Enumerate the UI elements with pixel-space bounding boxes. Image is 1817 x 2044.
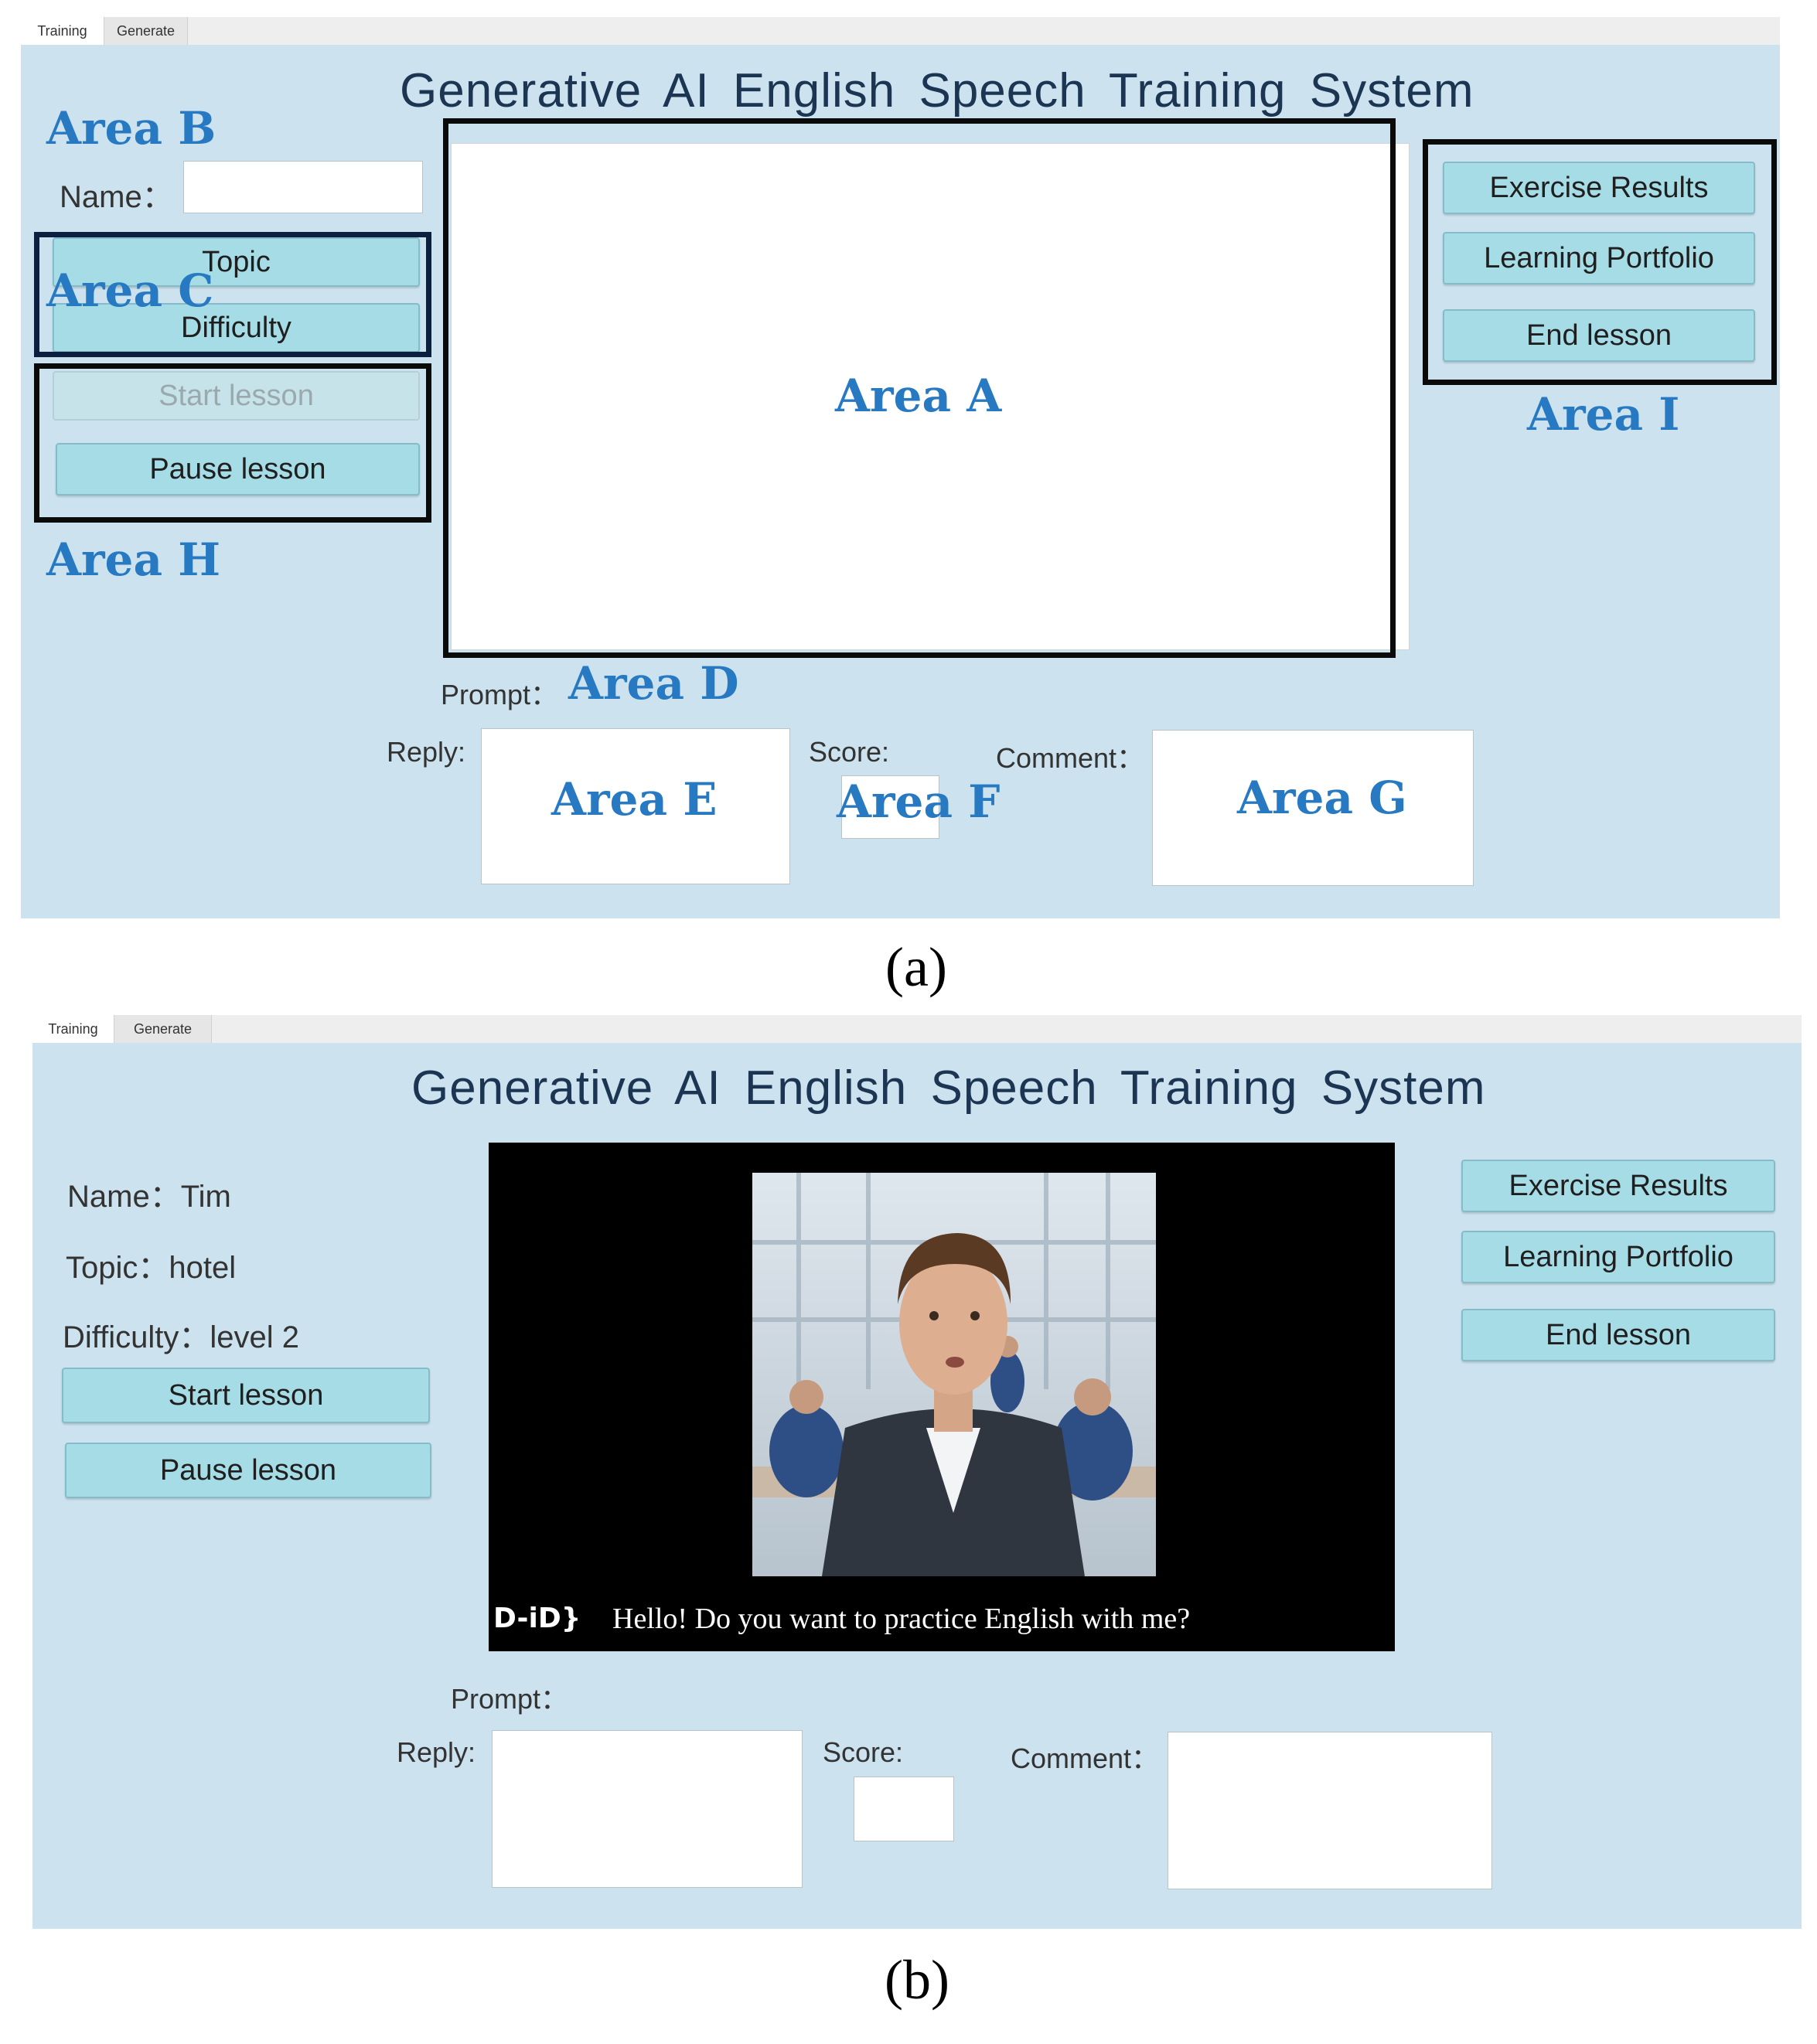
reply-field[interactable] [492, 1730, 803, 1888]
video-subtitle: Hello! Do you want to practice English w… [612, 1603, 1191, 1635]
tab-generate[interactable]: Generate [104, 17, 188, 45]
score-label: Score: [823, 1736, 904, 1768]
name-label: Name： [60, 180, 173, 214]
score-label: Score: [809, 736, 890, 768]
area-h-frame [34, 363, 431, 523]
tab-training[interactable]: Training [21, 17, 104, 45]
tab-training[interactable]: Training [32, 1015, 114, 1043]
start-lesson-button[interactable]: Start lesson [62, 1368, 430, 1423]
reply-field[interactable] [481, 728, 790, 884]
presenter-image [752, 1173, 1156, 1576]
exercise-results-button[interactable]: Exercise Results [1443, 162, 1755, 214]
topic-button[interactable]: Topic [53, 237, 420, 287]
app-title: Generative AI English Speech Training Sy… [400, 64, 1474, 118]
score-field[interactable] [854, 1777, 954, 1841]
learning-portfolio-button[interactable]: Learning Portfolio [1461, 1231, 1775, 1283]
avatar-video[interactable]: D-iD} Hello! Do you want to practice Eng… [489, 1143, 1395, 1651]
comment-label: Comment： [1011, 1743, 1160, 1774]
reply-label: Reply: [387, 736, 466, 768]
prompt-label: Prompt： [441, 679, 559, 710]
end-lesson-button[interactable]: End lesson [1443, 309, 1755, 362]
tab-strip: Training Generate [32, 1015, 1802, 1044]
area-h-label: Area H [46, 533, 221, 586]
area-i-label: Area I [1527, 388, 1680, 441]
prompt-label: Prompt： [451, 1683, 569, 1715]
topic-text: Topic：hotel [66, 1251, 237, 1285]
area-c-frame [34, 232, 431, 357]
area-i-frame [1423, 139, 1777, 385]
area-e-label: Area E [551, 773, 718, 826]
learning-portfolio-button[interactable]: Learning Portfolio [1443, 232, 1755, 284]
area-d-label: Area D [568, 657, 739, 710]
area-f-label: Area F [837, 775, 1001, 828]
app-title: Generative AI English Speech Training Sy… [411, 1061, 1486, 1115]
area-c-label: Area C [46, 264, 214, 317]
exercise-results-button[interactable]: Exercise Results [1461, 1160, 1775, 1212]
area-g-label: Area G [1237, 772, 1407, 824]
caption-a: (a) [885, 936, 947, 998]
area-b-label: Area B [46, 102, 216, 155]
tab-strip: Training Generate [21, 17, 1780, 46]
area-a-label: Area A [835, 370, 1002, 422]
name-input[interactable] [183, 161, 423, 213]
pause-lesson-button[interactable]: Pause lesson [65, 1443, 431, 1498]
caption-b: (b) [885, 1949, 949, 2011]
name-text: Name：Tim [67, 1180, 231, 1214]
end-lesson-button[interactable]: End lesson [1461, 1309, 1775, 1361]
comment-field[interactable] [1152, 730, 1474, 886]
video-area [451, 143, 1410, 650]
reply-label: Reply: [397, 1736, 476, 1768]
pause-lesson-button[interactable]: Pause lesson [56, 443, 420, 496]
d-id-logo: D-iD} [493, 1603, 581, 1634]
area-a-frame [443, 118, 1396, 658]
tab-generate[interactable]: Generate [114, 1015, 212, 1043]
comment-field[interactable] [1168, 1732, 1492, 1889]
start-lesson-button[interactable]: Start lesson [53, 371, 420, 421]
difficulty-text: Difficulty：level 2 [63, 1320, 300, 1354]
score-field[interactable] [841, 775, 939, 839]
comment-label: Comment： [996, 742, 1145, 774]
